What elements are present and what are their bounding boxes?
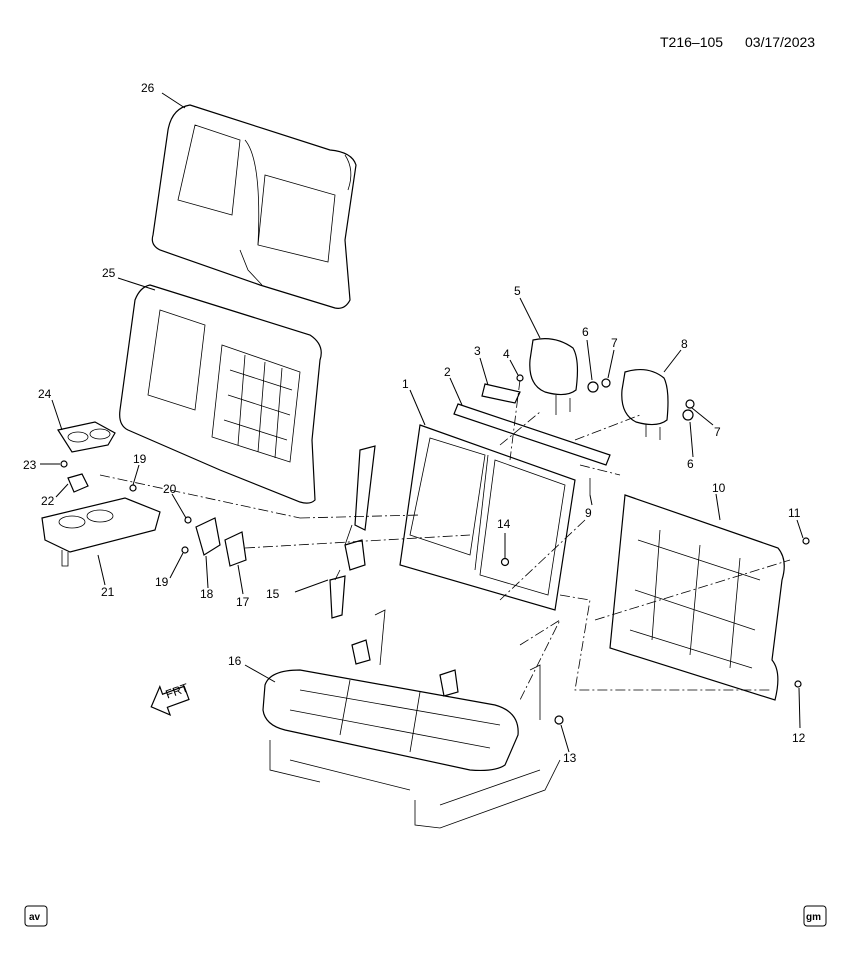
part-5-headrest-left xyxy=(529,338,579,415)
part-12-bolt xyxy=(794,680,802,688)
callout-2: 2 xyxy=(444,365,451,379)
callout-24: 24 xyxy=(38,387,52,401)
callout-14: 14 xyxy=(497,517,511,531)
part-2-headrest-bracket xyxy=(453,403,611,466)
callout-5: 5 xyxy=(514,284,521,298)
part-11-bolt xyxy=(802,537,810,545)
part-7-button-lower xyxy=(685,399,695,409)
part-24-cup-holder-insert xyxy=(57,421,116,453)
callout-15: 15 xyxy=(266,587,280,601)
part-16-seat-frame xyxy=(269,609,561,829)
callout-16: 16 xyxy=(228,654,242,668)
part-25-seatback-panel xyxy=(119,284,322,504)
part-21-armrest xyxy=(41,497,161,567)
callout-11: 11 xyxy=(788,506,801,520)
drawing-id: T216–105 xyxy=(660,34,723,50)
part-10-rear-panel xyxy=(609,494,785,701)
callout-12: 12 xyxy=(792,731,806,745)
callout-4: 4 xyxy=(503,347,510,361)
callout-19-lower: 19 xyxy=(155,575,169,589)
callout-23: 23 xyxy=(23,458,37,472)
front-direction-arrow: FRT xyxy=(150,680,191,716)
part-19-bolt-lower xyxy=(181,546,189,554)
callout-20: 20 xyxy=(163,482,177,496)
gm-logo-badge: gm xyxy=(803,905,827,927)
callout-9: 9 xyxy=(585,506,592,520)
phantom-lines xyxy=(99,379,791,701)
callout-8: 8 xyxy=(681,337,688,351)
callout-18: 18 xyxy=(200,587,214,601)
callout-7b: 7 xyxy=(714,425,721,439)
callout-1: 1 xyxy=(402,377,409,391)
av-badge-label: av xyxy=(29,912,41,923)
callout-6b: 6 xyxy=(687,457,694,471)
part-16-seat-cushion xyxy=(262,639,519,772)
callout-6: 6 xyxy=(582,325,589,339)
callout-3: 3 xyxy=(474,344,481,358)
part-3-guide-cover xyxy=(481,383,521,404)
part-22-bracket xyxy=(67,473,89,493)
callout-26: 26 xyxy=(141,81,155,95)
part-7-button-upper xyxy=(601,378,611,388)
drawing-date: 03/17/2023 xyxy=(745,34,815,50)
av-badge: av xyxy=(24,905,48,927)
part-14-bolt xyxy=(500,557,510,567)
callout-25: 25 xyxy=(102,266,116,280)
part-15-seat-belt xyxy=(329,445,376,619)
callouts: 1 2 3 4 5 6 7 8 7 6 9 10 11 12 13 14 15 … xyxy=(23,81,806,765)
part-6-guide-upper xyxy=(587,381,599,393)
callout-17: 17 xyxy=(236,595,250,609)
callout-21: 21 xyxy=(101,585,115,599)
part-17-hinge-cover xyxy=(224,531,247,567)
part-6-guide-lower xyxy=(682,409,694,421)
callout-22: 22 xyxy=(41,494,55,508)
part-1-seatback-frame xyxy=(399,424,576,611)
callout-10: 10 xyxy=(712,481,726,495)
callout-19-upper: 19 xyxy=(133,452,147,466)
callout-13: 13 xyxy=(563,751,577,765)
part-26-seatback-cover xyxy=(151,104,357,309)
leader-lines xyxy=(40,92,804,753)
part-13-bolt xyxy=(554,715,564,725)
part-8-headrest-right xyxy=(621,368,669,440)
gm-badge-label: gm xyxy=(806,912,821,923)
part-18-hinge-bracket xyxy=(195,517,221,556)
part-19-bolt-upper xyxy=(129,484,137,492)
part-23-fastener xyxy=(60,460,68,468)
callout-7: 7 xyxy=(611,336,618,350)
part-20-nut xyxy=(184,516,192,524)
